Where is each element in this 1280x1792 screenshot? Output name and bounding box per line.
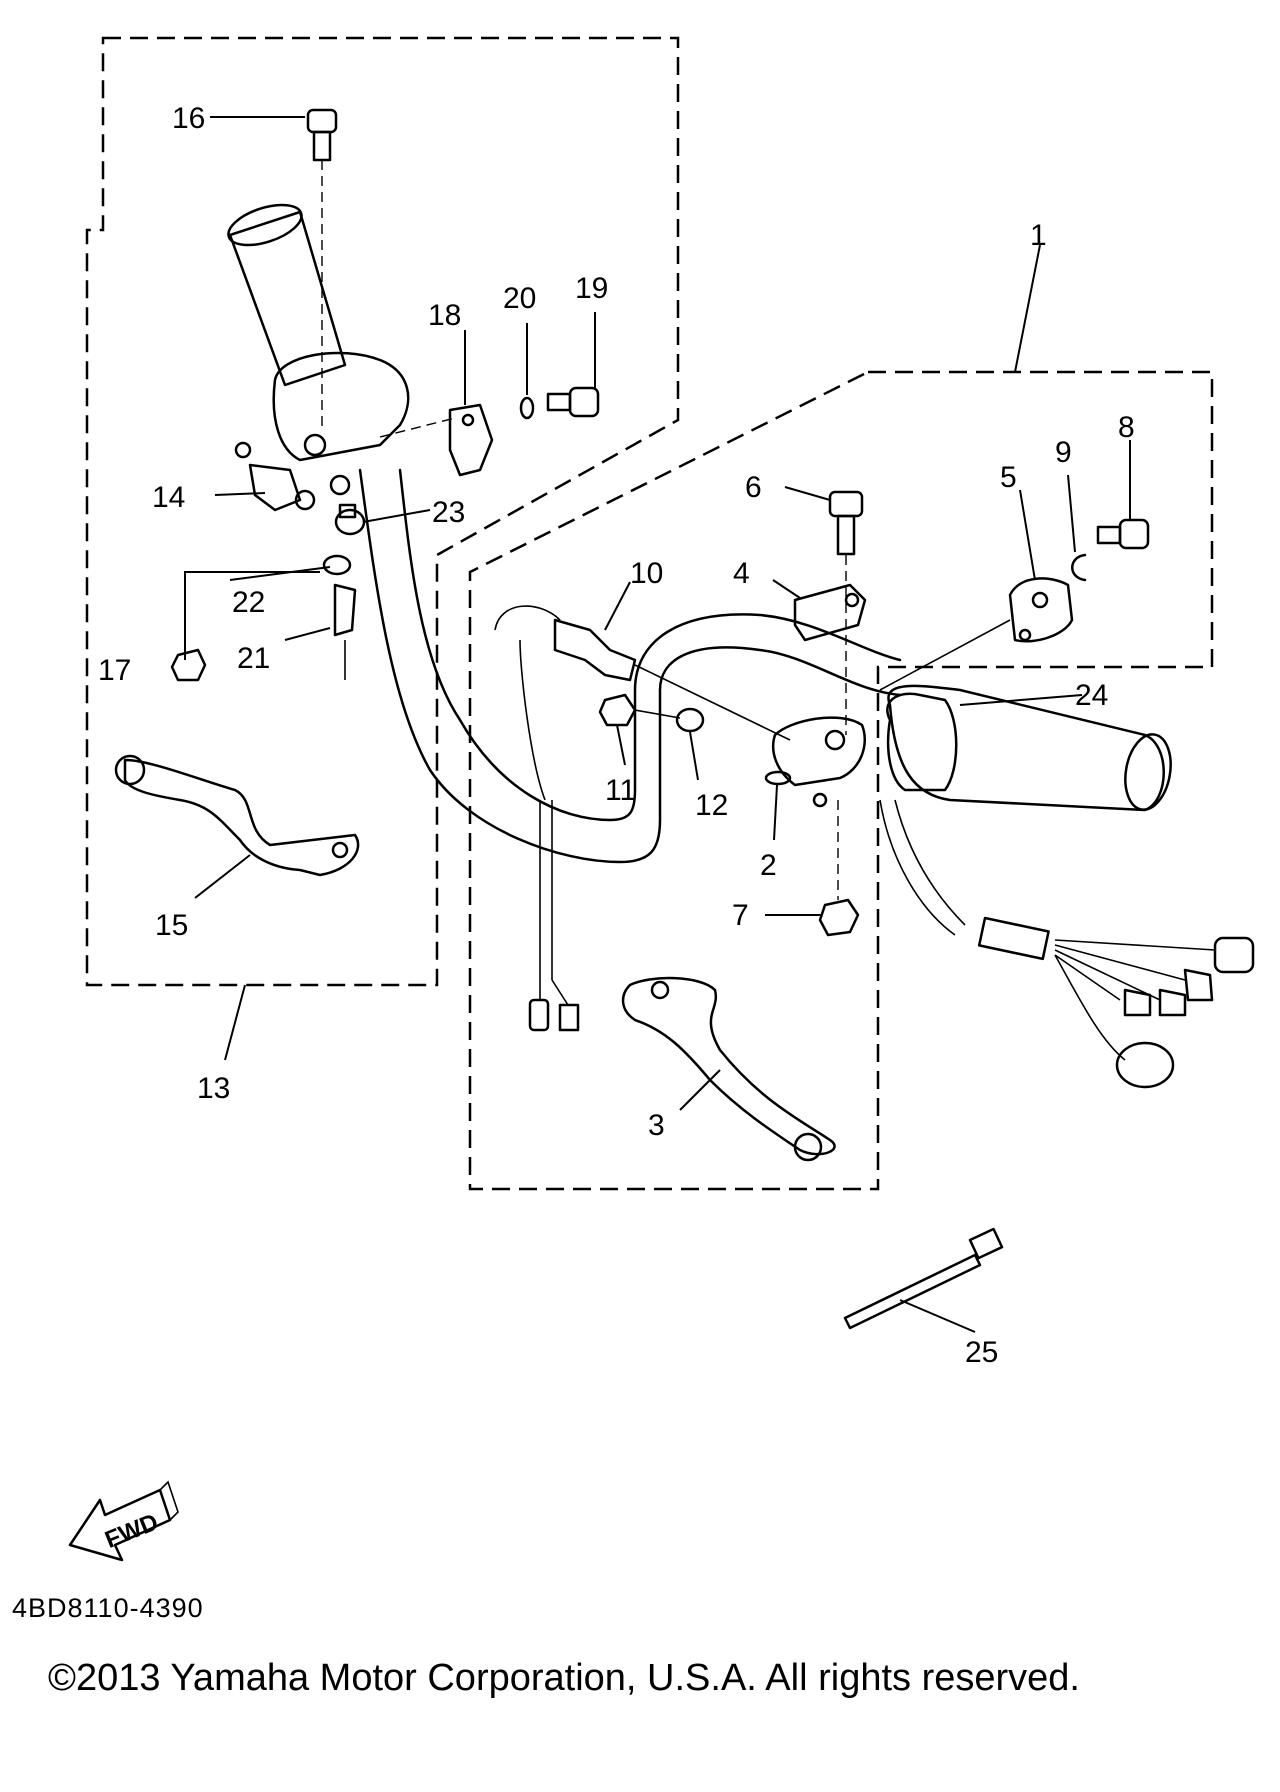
part-10-cable-adjuster bbox=[553, 618, 791, 741]
part-16-bolt bbox=[306, 108, 338, 430]
handlebar bbox=[358, 468, 902, 864]
switch-lead-wires bbox=[528, 800, 580, 1032]
callout-4: 4 bbox=[733, 557, 750, 590]
callout-8: 8 bbox=[1118, 411, 1135, 444]
callout-25: 25 bbox=[965, 1336, 998, 1369]
part-23-nut bbox=[334, 503, 366, 536]
callout-2: 2 bbox=[760, 849, 777, 882]
callout-24: 24 bbox=[1075, 679, 1108, 712]
part-21-adjuster bbox=[333, 583, 357, 680]
part-22-washer bbox=[322, 554, 352, 576]
part-25-cable-tie bbox=[843, 1227, 1004, 1330]
part-2-lever-bracket bbox=[764, 716, 867, 808]
part-14-clutch-switch bbox=[234, 441, 302, 512]
part-3-lever bbox=[621, 976, 836, 1162]
callout-12: 12 bbox=[695, 789, 728, 822]
wire-harness bbox=[879, 799, 1255, 1089]
callout-16: 16 bbox=[172, 102, 205, 135]
diagram-code: 4BD8110-4390 bbox=[12, 1593, 204, 1623]
callout-labels: 16 18 20 19 14 23 22 21 17 15 13 1 6 4 1… bbox=[98, 102, 1135, 1369]
part-11-nut bbox=[598, 693, 637, 727]
callout-6: 6 bbox=[745, 471, 762, 504]
callout-23: 23 bbox=[432, 496, 465, 529]
group-box-1 bbox=[468, 370, 1214, 1191]
callout-9: 9 bbox=[1055, 436, 1072, 469]
callout-10: 10 bbox=[630, 557, 663, 590]
fwd-label: FWD bbox=[101, 1508, 162, 1554]
callout-19: 19 bbox=[575, 272, 608, 305]
callout-3: 3 bbox=[648, 1109, 665, 1142]
part-18-bracket bbox=[448, 403, 494, 477]
callout-11: 11 bbox=[605, 774, 636, 807]
callout-5: 5 bbox=[1000, 461, 1017, 494]
callout-1: 1 bbox=[1030, 219, 1047, 252]
part-17-nut bbox=[170, 648, 207, 682]
callout-21: 21 bbox=[237, 642, 270, 675]
callout-14: 14 bbox=[152, 481, 185, 514]
part-4-switch bbox=[793, 583, 867, 642]
callout-22: 22 bbox=[232, 586, 265, 619]
callout-15: 15 bbox=[155, 909, 188, 942]
part-9-washer bbox=[1071, 553, 1087, 582]
leader-lines bbox=[184, 116, 1131, 1333]
part-15-lever bbox=[114, 754, 360, 877]
fwd-arrow: FWD bbox=[68, 1480, 179, 1562]
part-8-bolt bbox=[1096, 518, 1150, 550]
group-box-13 bbox=[85, 36, 680, 987]
callout-20: 20 bbox=[503, 282, 536, 315]
part-6-bolt bbox=[828, 490, 864, 735]
part-24-throttle-grip bbox=[886, 684, 1172, 812]
part-19-bolt bbox=[546, 386, 600, 418]
part-20-washer bbox=[519, 396, 535, 420]
left-grip-assembly bbox=[227, 203, 456, 511]
copyright-notice: ©2013 Yamaha Motor Corporation, U.S.A. A… bbox=[48, 1657, 1080, 1699]
callout-18: 18 bbox=[428, 299, 461, 332]
part-7-nut bbox=[818, 800, 860, 937]
part-5-clamp bbox=[879, 577, 1074, 691]
callout-7: 7 bbox=[732, 899, 749, 932]
callout-17: 17 bbox=[98, 654, 131, 687]
part-12-washer bbox=[634, 707, 705, 733]
callout-13: 13 bbox=[197, 1072, 230, 1105]
